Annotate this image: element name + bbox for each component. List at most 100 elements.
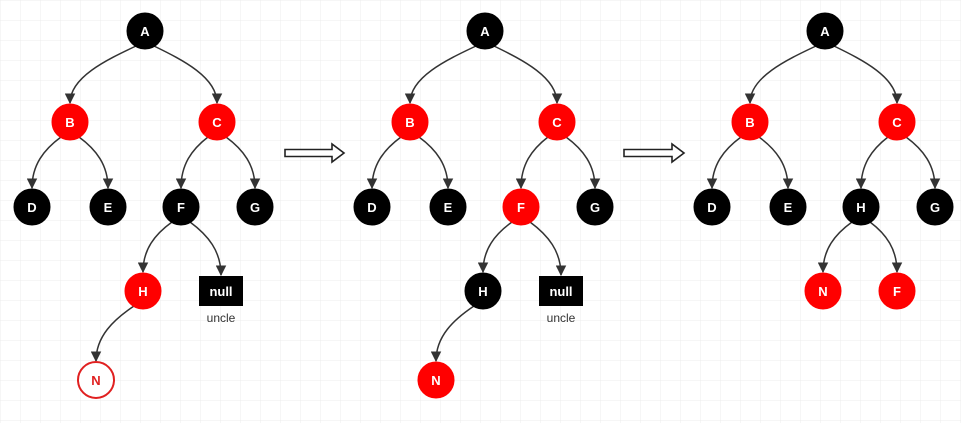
node-circle [693,188,731,226]
node-circle [51,103,89,141]
node-label: E [784,200,793,215]
node-c-3: C [878,103,916,141]
node-a-3: A [806,12,844,50]
node-label: C [212,115,222,130]
node-label: H [478,284,487,299]
node-label: B [745,115,754,130]
node-circle [538,103,576,141]
node-label: N [91,373,100,388]
node-h-3: H [842,188,880,226]
node-circle [769,188,807,226]
null-leaf-box [199,276,243,306]
edges-layer [26,45,941,363]
node-circle [842,188,880,226]
edge-A-C-1 [153,45,223,105]
node-circle [464,272,502,310]
node-label: H [138,284,147,299]
node-f-1: F [162,188,200,226]
node-d-3: D [693,188,731,226]
node-label: F [517,200,525,215]
node-circle [198,103,236,141]
node-label: B [65,115,74,130]
node-label: D [707,200,716,215]
edge-H-N-3 [817,221,853,274]
node-h-2: H [464,272,502,310]
node-label: G [250,200,260,215]
node-n-3: N [804,272,842,310]
null-leaf-box [539,276,583,306]
node-label: A [480,24,490,39]
node-f-2: F [502,188,540,226]
null-leaf-label: null [209,284,232,299]
uncle-label: uncle [207,311,236,325]
edge-A-C-2 [493,45,563,105]
edge-B-E-1 [78,136,114,190]
edge-H-N-1 [90,305,135,363]
node-label: A [820,24,830,39]
node-label: F [177,200,185,215]
node-f-3: F [878,272,916,310]
node-circle [353,188,391,226]
node-label: N [818,284,827,299]
node-circle [576,188,614,226]
node-label: C [552,115,562,130]
edge-B-D-2 [366,136,402,190]
edge-F-H-2 [477,221,513,274]
node-b-3: B [731,103,769,141]
node-circle [916,188,954,226]
node-e-3: E [769,188,807,226]
edge-C-F-2 [515,136,549,190]
node-circle [466,12,504,50]
node-label: G [590,200,600,215]
node-label: D [27,200,36,215]
node-label: C [892,115,902,130]
node-null-1: null uncle [199,276,243,325]
edge-A-B-1 [64,45,137,105]
node-label: E [444,200,453,215]
transition-arrow-2-to-3 [623,142,686,164]
edge-C-G-3 [905,136,941,190]
node-a-2: A [466,12,504,50]
node-circle [417,361,455,399]
transition-arrow-1-to-2 [284,142,346,164]
node-circle [126,12,164,50]
node-circle [89,188,127,226]
edge-F-null-2 [529,221,567,277]
edge-A-B-2 [404,45,477,105]
edge-B-D-3 [706,136,742,190]
edge-C-H-3 [855,136,889,190]
node-e-1: E [89,188,127,226]
node-circle [502,188,540,226]
edge-A-C-3 [833,45,903,105]
node-label: H [856,200,865,215]
edge-F-H-1 [137,221,173,274]
node-label: D [367,200,376,215]
node-b-2: B [391,103,429,141]
node-d-2: D [353,188,391,226]
node-c-1: C [198,103,236,141]
node-label: G [930,200,940,215]
node-e-2: E [429,188,467,226]
edge-A-B-3 [744,45,817,105]
transition-arrows [284,142,686,164]
node-label: E [104,200,113,215]
node-label: F [893,284,901,299]
node-circle [391,103,429,141]
node-g-1: G [236,188,274,226]
node-circle [236,188,274,226]
node-label: B [405,115,414,130]
edge-H-N-2 [430,305,475,363]
node-circle [731,103,769,141]
node-circle [878,103,916,141]
node-g-2: G [576,188,614,226]
edge-C-F-1 [175,136,209,190]
node-circle [162,188,200,226]
edge-H-F-3 [869,221,903,274]
uncle-label: uncle [547,311,576,325]
node-c-2: C [538,103,576,141]
node-label: N [431,373,440,388]
